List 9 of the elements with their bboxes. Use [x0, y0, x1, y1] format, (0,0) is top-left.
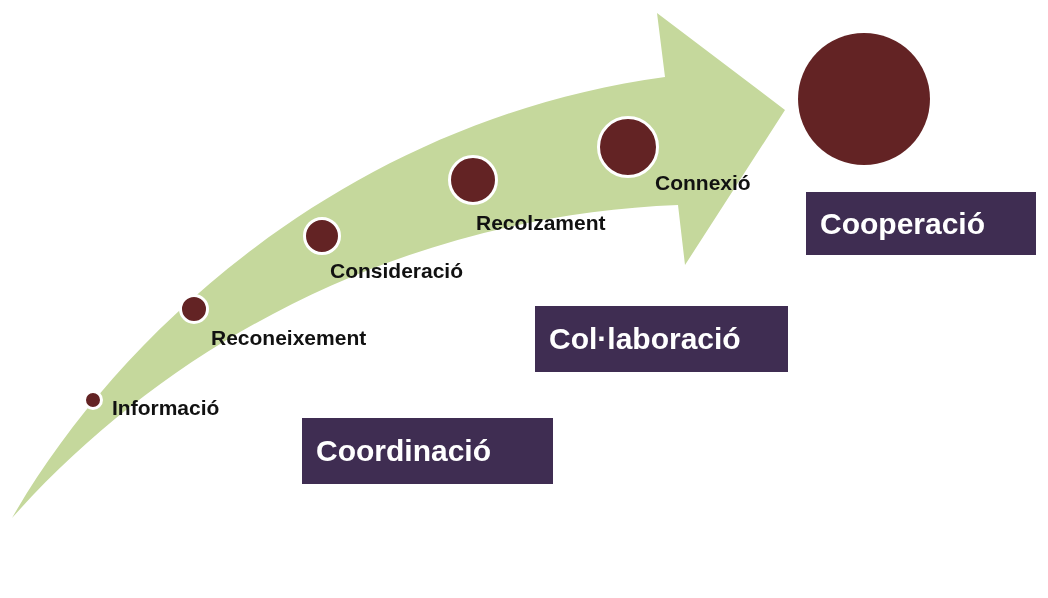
step-label: Connexió [655, 171, 751, 195]
stage-label: Col·laboració [535, 306, 788, 372]
step-label: Reconeixement [211, 326, 367, 350]
step-label: Informació [112, 396, 220, 420]
step-label: Consideració [330, 259, 464, 283]
step-label: Recolzament [476, 211, 606, 235]
dot-marker [83, 390, 103, 410]
stage-label: Cooperació [806, 192, 1036, 255]
stage-label: Coordinació [302, 418, 553, 484]
